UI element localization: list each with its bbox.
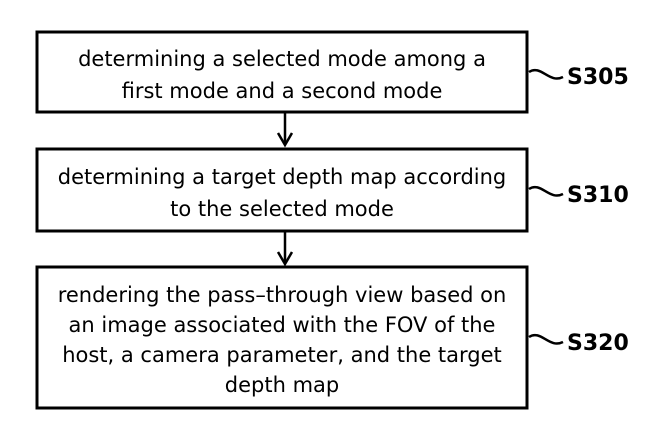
step-s320-line-4: depth map	[225, 373, 339, 397]
arrow-s310-to-s320	[276, 231, 294, 267]
leader-line-s320	[528, 333, 564, 345]
step-s320-line-1: rendering the pass–through view based on	[58, 283, 507, 307]
arrow-head	[276, 251, 294, 267]
step-box-s310	[35, 147, 529, 233]
step-label-s310: S310	[567, 183, 629, 208]
step-s320-line-2: an image associated with the FOV of the	[69, 313, 496, 337]
step-s310: determining a target depth map according…	[35, 147, 629, 233]
step-s305-line-1: determining a selected mode among a	[78, 47, 486, 71]
step-box-s305	[35, 30, 529, 114]
step-s305: determining a selected mode among a firs…	[35, 30, 629, 114]
leader-line-s305	[528, 68, 564, 80]
arrow-head	[276, 132, 294, 148]
step-s310-line-1: determining a target depth map according	[58, 165, 507, 189]
step-box-s320	[35, 265, 529, 410]
step-label-s320: S320	[567, 331, 629, 356]
step-s310-line-2: to the selected mode	[170, 197, 394, 221]
leader-line-s310	[528, 185, 564, 197]
step-s320-line-3: host, a camera parameter, and the target	[62, 343, 502, 367]
step-label-s305: S305	[567, 65, 629, 90]
step-s305-line-2: first mode and a second mode	[122, 79, 443, 103]
arrow-s305-to-s310	[276, 112, 294, 148]
step-s320: rendering the pass–through view based on…	[35, 265, 629, 410]
